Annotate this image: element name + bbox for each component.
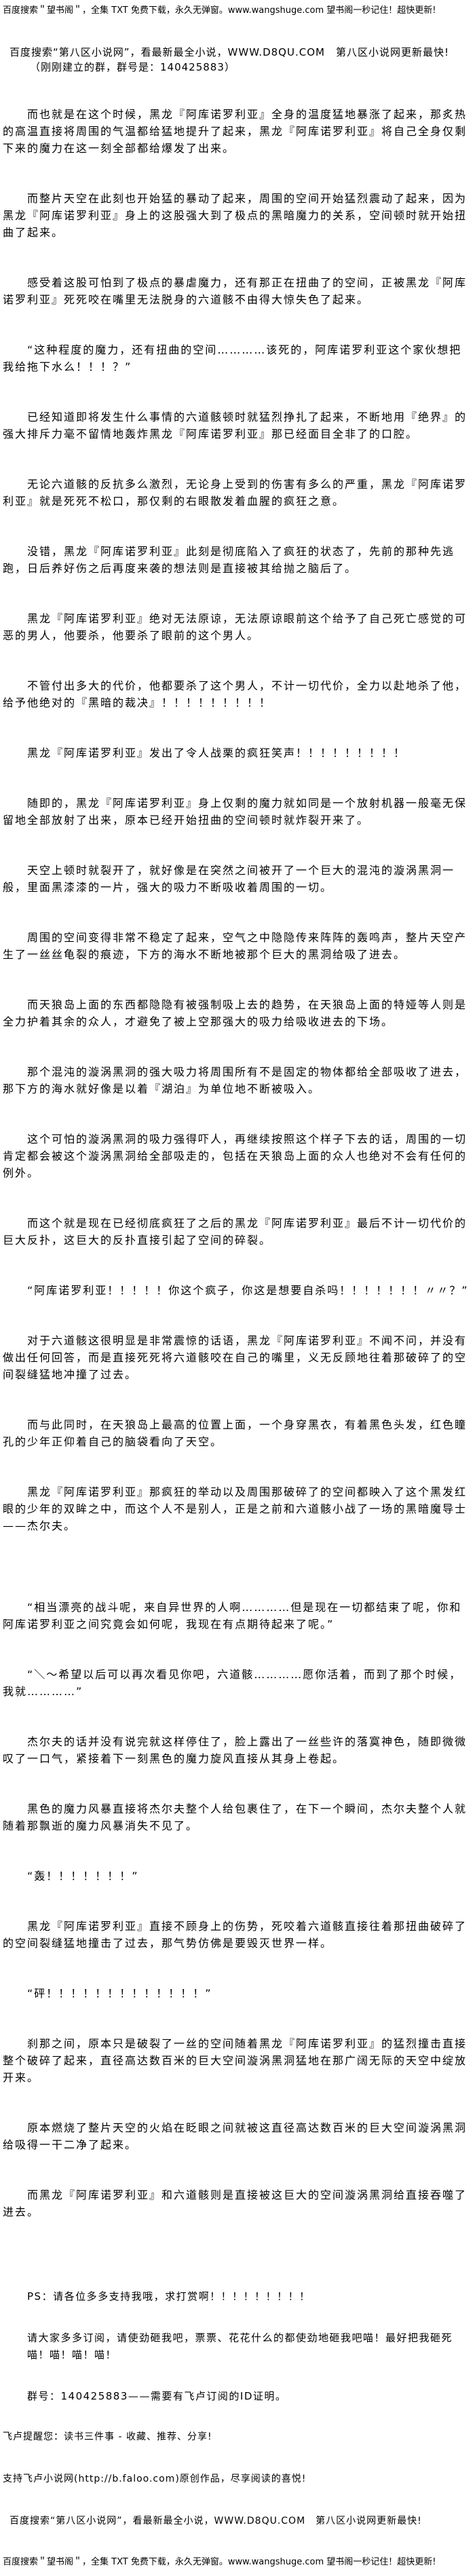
story-paragraph: 而天狼岛上面的东西都隐隐有被强制吸上去的趋势，在天狼岛上面的特娅等人则是全力护着… [3,998,468,1028]
header-ad-d8qu: 百度搜索“第八区小说网”，看最新最全小说，WWW.D8QU.COM 第八区小说网… [10,46,449,58]
story-paragraph: 而与此同时，在天狼岛上最高的位置上面，一个身穿黑衣，有着黑色头发，红色瞳孔的少年… [3,1418,468,1448]
story-paragraph: 黑龙『阿库诺罗利亚』绝对无法原谅，无法原谅眼前这个给予了自己死亡感觉的可恶的男人… [3,612,468,642]
faloo-reminder: 飞卢提醒您：读书三件事 - 收藏、推荐、分享! [3,2431,212,2442]
story-paragraph: 这个可怕的漩涡黑洞的吸力强得吓人，再继续按照这个样子下去的话，周围的一切肯定都会… [3,1133,468,1179]
story-paragraph: 天空上顿时就裂开了，就好像是在突然之间被开了一个巨大的混沌的漩涡黑洞一般，里面黑… [3,864,455,894]
footer-ad-wangshuge: 百度搜索＂望书阁＂，全集 TXT 免费下载，永久无弹窗。www.wangshug… [3,2557,436,2567]
author-ps: PS：请各位多多支持我哦，求打赏啊！！！！！！！！！ [27,2290,311,2303]
story-paragraph: 刹那之间，原本只是破裂了一丝的空间随着黑龙『阿库诺罗利亚』的猛烈撞击直接整个破碎… [3,2037,468,2084]
author-request: 请大家多多订阅，请使劲砸我吧，票票、花花什么的都使劲地砸我吧喵！最好把我砸死喵！… [27,2332,453,2361]
story-paragraph: 而整片天空在此刻也开始猛的暴动了起来，周围的空间开始猛烈震动了起来，因为黑龙『阿… [3,192,468,239]
story-paragraph: 而黑龙『阿库诺罗利亚』和六道骸则是直接被这巨大的空间漩涡黑洞给直接吞噬了进去。 [3,2189,468,2218]
story-paragraph: 黑龙『阿库诺罗利亚』那疯狂的举动以及周围那破碎了的空间都映入了这个黑发红眼的少年… [3,1485,468,1532]
story-paragraph: 黑龙『阿库诺罗利亚』发出了令人战栗的疯狂笑声！！！！！！！！！ [27,746,406,759]
story-paragraph: “相当漂亮的战斗呢，来自异世界的人啊…………但是现在一切都结束了呢，你和阿库诺罗… [3,1601,462,1631]
footer-ad-d8qu: 百度搜索“第八区小说网”，看最新最全小说，WWW.D8QU.COM 第八区小说网… [10,2516,422,2526]
header-ad-wangshuge: 百度搜索＂望书阁＂，全集 TXT 免费下载，永久无弹窗。www.wangshug… [3,5,436,16]
story-paragraph: “砰！！！！！！！！！！！！！” [27,1987,212,2000]
group-note: （刚刚建立的群，群号是：140425883） [30,61,235,73]
story-paragraph: 随即的，黑龙『阿库诺罗利亚』身上仅剩的魔力就如同是一个放射机器一般毫无保留地全部… [3,797,468,827]
story-paragraph: 那个混沌的漩涡黑洞的强大吸力将周围所有不是固定的物体都给全部吸收了进去，那下方的… [3,1065,468,1095]
story-paragraph: “＼～希望以后可以再次看见你吧，六道骸…………愿你活着，而到了那个时候，我就……… [3,1668,462,1698]
faloo-support: 支持飞卢小说网(http://b.faloo.com)原创作品，尽享阅读的喜悦! [3,2474,307,2484]
story-paragraph: 无论六道骸的反抗多么激烈，无论身上受到的伤害有多么的严重，黑龙『阿库诺罗利亚』就… [3,478,468,508]
story-paragraph: 没错，黑龙『阿库诺罗利亚』此刻是彻底陷入了疯狂的状态了，先前的那种先逃跑，日后养… [3,545,455,575]
story-paragraph: 黑色的魔力风暴直接将杰尔夫整个人给包裹住了，在下一个瞬间，杰尔夫整个人就随着那飘… [3,1802,468,1832]
story-paragraph: 感受着这股可怕到了极点的暴虐魔力，还有那正在扭曲了的空间，正被黑龙『阿库诺罗利亚… [3,276,468,306]
story-paragraph: 不管付出多大的代价，他都要杀了这个男人，不计一切代价，全力以赴地杀了他，给予他绝… [3,679,468,709]
story-paragraph: 杰尔夫的话并没有说完就这样停住了，脸上露出了一丝些许的落寞神色，随即微微叹了一口… [3,1735,468,1765]
story-paragraph: 已经知道即将发生什么事情的六道骸顿时就猛烈挣扎了起来，不断地用『绝界』的强大排斥… [3,411,468,440]
story-paragraph: “阿库诺罗利亚！！！！！你这个疯子，你这是想要自杀吗！！！！！！！〃〃？” [27,1284,469,1297]
story-paragraph: 周围的空间变得非常不稳定了起来，空气之中隐隐传来阵阵的轰鸣声，整片天空产生了一丝… [3,931,468,961]
story-paragraph: 原本燃烧了整片天空的火焰在眨眼之间就被这直径高达数百米的巨大空间漩涡黑洞给吸得一… [3,2121,468,2151]
story-paragraph: 而这个就是现在已经彻底疯狂了之后的黑龙『阿库诺罗利亚』最后不计一切代价的巨大反扑… [3,1217,468,1247]
author-group: 群号：140425883——需要有飞卢订阅的ID证明。 [27,2390,287,2402]
chapter-body: 而也就是在这个时候，黑龙『阿库诺罗利亚』全身的温度猛地暴涨了起来，那炙热的高温直… [3,106,470,2220]
story-paragraph: “轰！！！！！！！” [27,1870,139,1882]
story-paragraph: “这种程度的魔力，还有扭曲的空间…………该死的，阿库诺罗利亚这个家伙想把我给拖下… [3,343,462,373]
story-paragraph: 而也就是在这个时候，黑龙『阿库诺罗利亚』全身的温度猛地暴涨了起来，那炙热的高温直… [3,108,468,155]
story-paragraph: 对于六道骸这很明显是非常震惊的话语，黑龙『阿库诺罗利亚』不闻不问，并没有做出任何… [3,1334,468,1381]
story-paragraph: 黑龙『阿库诺罗利亚』直接不顾身上的伤势，死咬着六道骸直接往着那扭曲破碎了的空间裂… [3,1920,468,1950]
